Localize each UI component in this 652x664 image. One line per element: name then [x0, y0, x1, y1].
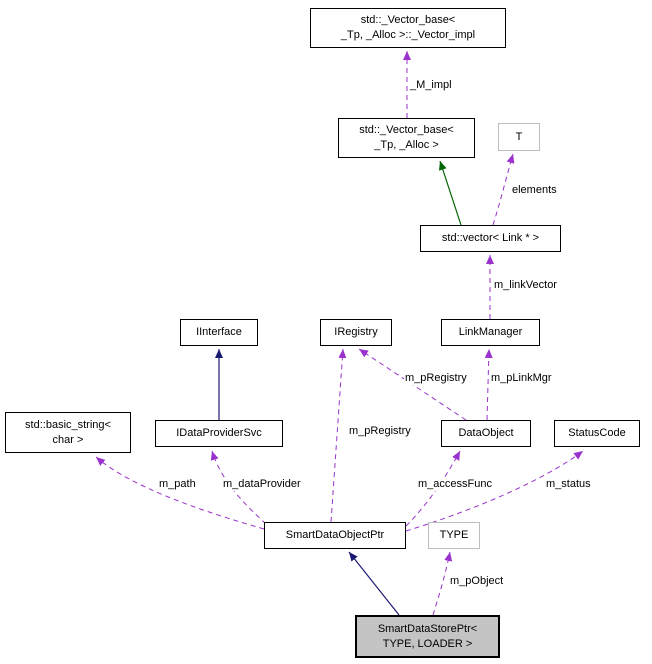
edge-label-m-data-provider: m_dataProvider	[222, 478, 302, 491]
node-linkmanager[interactable]: LinkManager	[441, 319, 540, 346]
node-smartdatastoreptr-focus: SmartDataStorePtr< TYPE, LOADER >	[355, 615, 500, 658]
edge-label-elements: elements	[511, 184, 558, 197]
node-label: DataObject	[458, 427, 514, 440]
node-std-basic-string: std::basic_string< char >	[5, 412, 131, 453]
node-label: SmartDataObjectPtr	[285, 529, 385, 542]
edge-label-m-access-func: m_accessFunc	[417, 478, 493, 491]
node-label: LinkManager	[458, 326, 523, 339]
node-std-vector-link: std::vector< Link * >	[420, 225, 561, 252]
node-std-vector-impl: std::_Vector_base< _Tp, _Alloc >::_Vecto…	[310, 8, 506, 48]
edge-label-m-impl: _M_impl	[409, 79, 453, 92]
node-idataprovidersvc[interactable]: IDataProviderSvc	[155, 420, 283, 447]
edge-label-m-p-registry-from-smart-ptr: m_pRegistry	[348, 425, 412, 438]
node-label: T	[515, 130, 523, 143]
node-template-type: TYPE	[428, 522, 480, 549]
node-dataobject[interactable]: DataObject	[441, 420, 531, 447]
node-label: std::_Vector_base< _Tp, _Alloc >	[359, 124, 454, 151]
edge-label-m-p-registry-from-data-object: m_pRegistry	[404, 372, 468, 385]
node-iinterface[interactable]: IInterface	[180, 319, 258, 346]
edge-smartdatastoreptr-inherits-smartdataobjectptr	[348, 551, 400, 616]
node-label: std::_Vector_base< _Tp, _Alloc >::_Vecto…	[340, 14, 476, 41]
edge-m-p-registry-from-smart-ptr	[330, 348, 347, 523]
edge-label-m-status: m_status	[545, 478, 592, 491]
node-statuscode[interactable]: StatusCode	[554, 420, 640, 447]
node-label: IRegistry	[334, 326, 378, 339]
node-label: std::basic_string< char >	[25, 418, 111, 446]
edge-m-p-object	[432, 551, 453, 616]
node-label: IDataProviderSvc	[176, 427, 262, 440]
node-template-t: T	[498, 123, 540, 151]
edge-elements	[492, 153, 515, 226]
edge-m-p-link-mgr	[484, 348, 493, 421]
edge-label-m-p-link-mgr: m_pLinkMgr	[490, 372, 553, 385]
node-iregistry[interactable]: IRegistry	[320, 319, 392, 346]
node-smartdataobjectptr[interactable]: SmartDataObjectPtr	[264, 522, 406, 549]
node-label: TYPE	[439, 529, 469, 542]
edge-label-m-path: m_path	[158, 478, 197, 491]
node-label: std::vector< Link * >	[441, 232, 540, 245]
edge-label-m-link-vector: m_linkVector	[493, 279, 558, 292]
edge-m-path	[95, 456, 265, 530]
node-label: StatusCode	[568, 427, 626, 440]
node-label: SmartDataStorePtr< TYPE, LOADER >	[377, 622, 478, 650]
node-label: IInterface	[196, 326, 242, 339]
edge-vector-template-instance	[439, 160, 462, 226]
edge-label-m-p-object: m_pObject	[449, 575, 505, 588]
edge-m-status	[405, 450, 584, 532]
node-std-vector-base: std::_Vector_base< _Tp, _Alloc >	[338, 118, 475, 158]
